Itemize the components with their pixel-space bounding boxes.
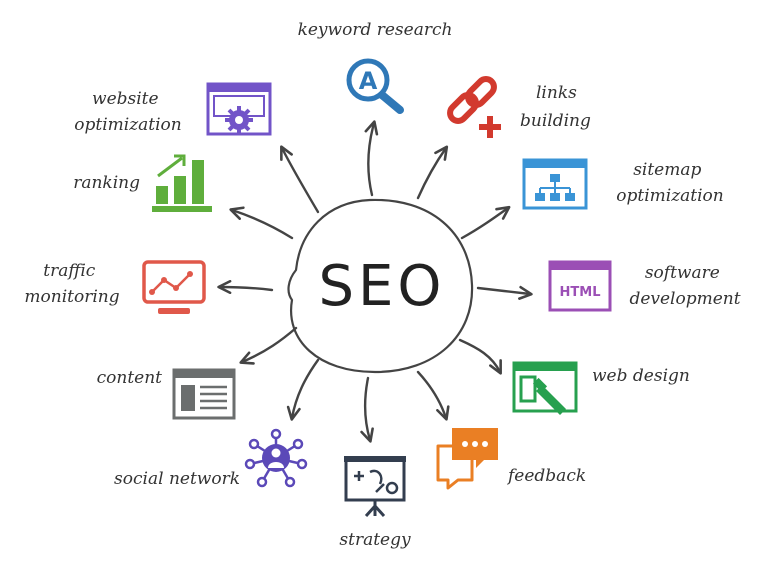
chain-link-plus-icon — [447, 76, 501, 138]
label-content: content — [97, 368, 163, 388]
social-network-icon — [244, 428, 308, 488]
label-strategy: strategy — [339, 530, 411, 550]
label-links-building: links building — [520, 83, 591, 131]
label-sitemap-optimization: sitemap optimization — [616, 160, 724, 206]
gear-window-icon — [206, 82, 272, 136]
arrow-traffic-monitoring — [217, 279, 274, 295]
arrow-software-development — [476, 285, 533, 300]
magnifier-a-icon: A — [346, 58, 404, 114]
arrow-feedback — [416, 370, 450, 421]
monitor-graph-icon — [142, 260, 206, 314]
arrow-website-optimization — [280, 145, 320, 214]
arrow-content — [239, 326, 298, 365]
label-website-optimization: website optimization — [74, 89, 182, 135]
arrow-links-building — [416, 145, 449, 200]
content-page-icon — [172, 368, 236, 420]
label-web-design: web design — [592, 366, 690, 386]
speech-bubbles-icon — [436, 428, 498, 490]
label-social-network: social network — [114, 469, 240, 489]
icons: A HTML — [142, 58, 612, 518]
arrow-strategy — [360, 376, 374, 443]
web-design-icon — [512, 361, 578, 415]
center-node: SEO — [287, 198, 474, 374]
center-label: SEO — [318, 254, 445, 319]
arrows — [217, 120, 533, 443]
label-traffic-monitoring: traffic monitoring — [24, 261, 119, 307]
arrow-keyword-research — [364, 120, 379, 197]
arrow-sitemap-optimization — [460, 205, 511, 240]
label-ranking: ranking — [73, 173, 140, 193]
html-icon-text: HTML — [560, 285, 601, 300]
html-window-icon: HTML — [548, 260, 612, 312]
svg-text:A: A — [359, 67, 378, 95]
arrow-social-network — [286, 358, 320, 421]
strategy-board-icon — [344, 456, 406, 518]
label-software-development: software development — [629, 263, 740, 309]
label-keyword-research: keyword research — [298, 20, 453, 40]
bar-chart-icon — [152, 154, 212, 212]
labels: keyword research links building sitemap … — [24, 20, 740, 550]
center-circle — [287, 198, 474, 374]
arrow-web-design — [458, 338, 502, 375]
sitemap-icon — [522, 158, 588, 210]
label-feedback: feedback — [506, 466, 586, 486]
arrow-ranking — [229, 206, 294, 240]
